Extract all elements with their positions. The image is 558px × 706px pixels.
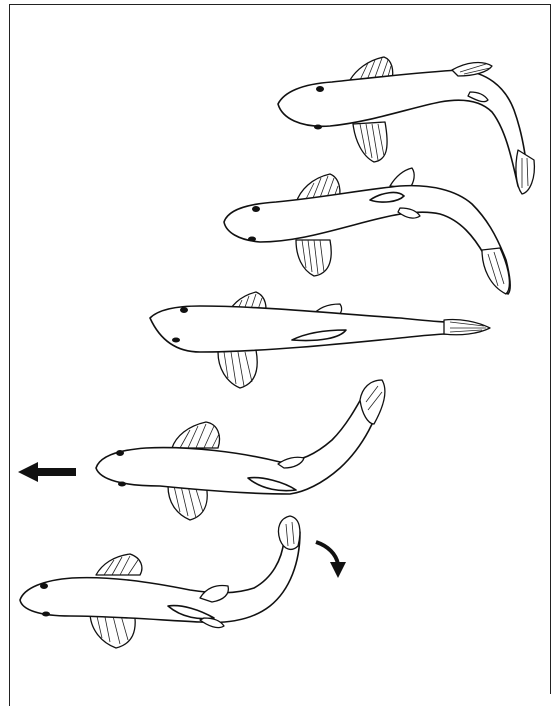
pectoral-fin-bottom [353, 122, 387, 162]
fish-body [20, 527, 300, 623]
fish-stage-3 [150, 292, 490, 388]
eye-icon [172, 338, 180, 343]
left-arrow-icon [18, 462, 76, 482]
pectoral-fin-bottom [218, 350, 257, 388]
caudal-fin [482, 248, 509, 294]
pectoral-fin-top [172, 422, 220, 448]
fish-stage-5 [20, 516, 300, 648]
eye-icon [40, 583, 48, 589]
fish-body [224, 186, 510, 294]
fish-body [150, 306, 448, 352]
eye-icon [116, 450, 124, 456]
eye-icon [316, 86, 324, 92]
pectoral-fin-bottom [296, 240, 331, 276]
curved-arrow-icon [316, 542, 346, 578]
eye-icon [248, 237, 256, 242]
eye-icon [314, 125, 322, 130]
eye-icon [252, 206, 260, 212]
fish-stage-4 [96, 380, 385, 520]
eye-icon [180, 307, 188, 313]
eye-icon [42, 612, 50, 617]
fish-stage-2 [224, 168, 510, 294]
eye-icon [118, 482, 126, 487]
fish-body [96, 383, 384, 494]
caudal-fin [278, 516, 299, 549]
caudal-fin [516, 150, 534, 194]
